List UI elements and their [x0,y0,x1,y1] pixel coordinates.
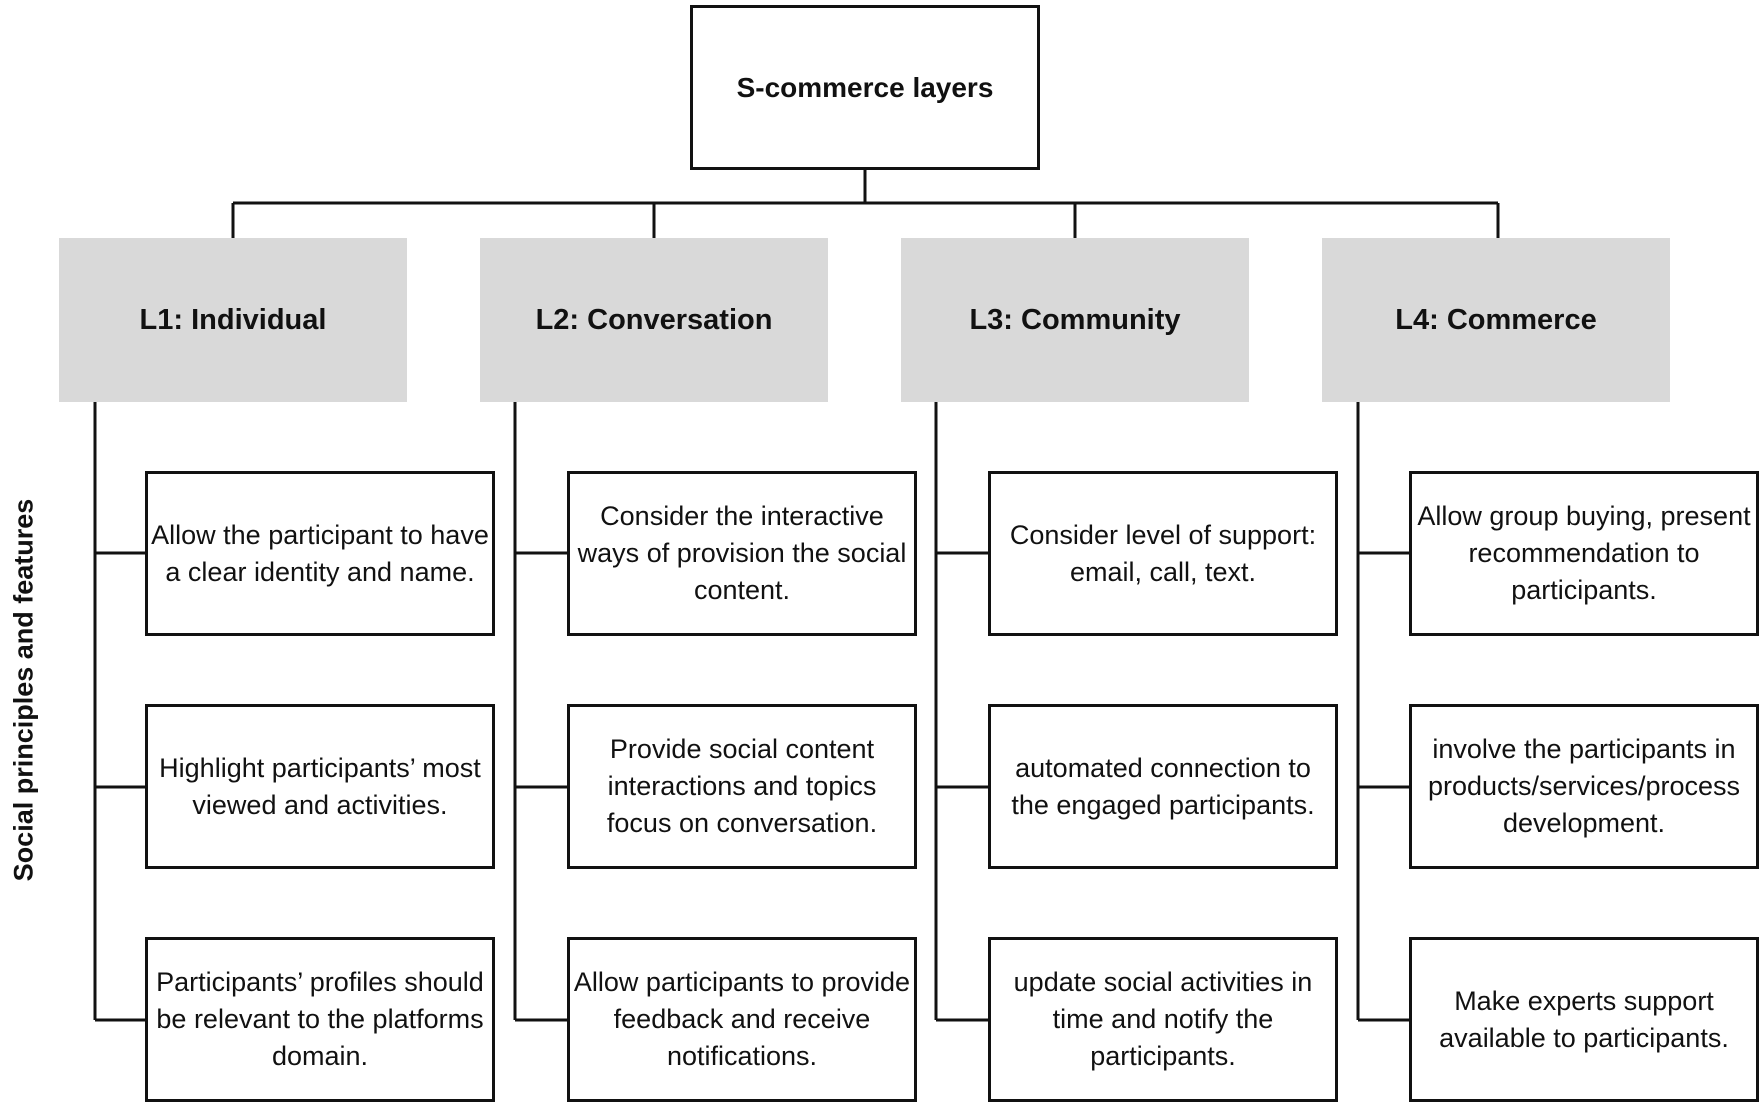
feature-text: Participants’ profiles should be relevan… [156,967,484,1071]
feature-box: Allow participants to provide feedback a… [567,937,917,1102]
feature-text: Consider the interactive ways of provisi… [577,501,907,605]
feature-text: update social activities in time and not… [1013,967,1313,1071]
feature-box: Make experts support available to partic… [1409,937,1759,1102]
side-axis-label: Social principles and features [8,498,39,882]
feature-box: Highlight participants’ most viewed and … [145,704,495,869]
layer-node-l4: L4: Commerce [1322,238,1670,402]
layer-label: L1: Individual [139,303,327,336]
feature-box: Allow group buying, present recommendati… [1409,471,1759,636]
feature-box: automated connection to the engaged part… [988,704,1338,869]
feature-box: Consider level of support: email, call, … [988,471,1338,636]
layer-node-l2: L2: Conversation [480,238,828,402]
layer-label: L3: Community [969,303,1181,336]
feature-text: automated connection to the engaged part… [1011,752,1315,820]
feature-box: Consider the interactive ways of provisi… [567,471,917,636]
root-node: S-commerce layers [690,5,1040,170]
feature-box: update social activities in time and not… [988,937,1338,1102]
layer-node-l3: L3: Community [901,238,1249,402]
feature-text: involve the participants in products/ser… [1427,734,1741,838]
feature-text: Highlight participants’ most viewed and … [159,752,481,820]
layer-label: L2: Conversation [535,303,773,336]
feature-box: Provide social content interactions and … [567,704,917,869]
root-label: S-commerce layers [736,71,994,103]
layer-node-l1: L1: Individual [59,238,407,402]
feature-text: Allow the participant to have a clear id… [151,519,489,587]
feature-text: Allow participants to provide feedback a… [573,967,911,1071]
feature-box: Participants’ profiles should be relevan… [145,937,495,1102]
layer-label: L4: Commerce [1395,303,1597,336]
feature-box: Allow the participant to have a clear id… [145,471,495,636]
feature-text: Allow group buying, present recommendati… [1417,501,1751,605]
feature-text: Make experts support available to partic… [1439,985,1729,1053]
feature-text: Consider level of support: email, call, … [1009,519,1317,587]
feature-text: Provide social content interactions and … [606,734,878,838]
feature-box: involve the participants in products/ser… [1409,704,1759,869]
